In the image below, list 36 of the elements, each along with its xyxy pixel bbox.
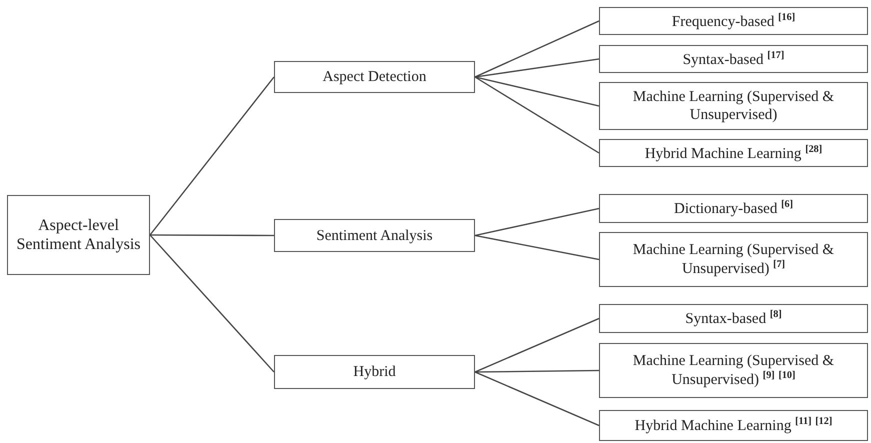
connector-line — [475, 370, 599, 373]
box-label: Syntax-based $^{[17]}$ — [682, 50, 784, 68]
method-box — [599, 139, 868, 167]
connector-line — [474, 76, 600, 107]
connector-line — [150, 234, 274, 372]
method-box — [599, 82, 868, 130]
connector-line — [474, 234, 600, 260]
method-box — [599, 232, 868, 287]
method-box — [599, 343, 868, 398]
root-box — [7, 195, 150, 275]
connector-line — [150, 234, 274, 236]
method-box — [599, 194, 868, 223]
box-label: Frequency-based $^{[16]}$ — [672, 12, 796, 30]
connector-line — [474, 371, 600, 426]
box-label: Aspect-level Sentiment Analysis — [16, 216, 142, 254]
box-label: Dictionary-based $^{[6]}$ — [674, 199, 793, 218]
box-label: Hybrid Machine Learning $^{[28]}$ — [644, 144, 822, 162]
connector-line — [474, 58, 600, 78]
box-label: Sentiment Analysis — [316, 226, 433, 244]
method-box — [599, 410, 868, 441]
connector-line — [474, 318, 600, 373]
connector-line — [474, 208, 600, 236]
box-label: Syntax-based $^{[8]}$ — [685, 309, 782, 328]
connector-line — [149, 76, 275, 236]
connector-line — [474, 20, 600, 78]
category-box — [274, 61, 475, 93]
category-box — [274, 219, 475, 252]
method-box — [599, 7, 868, 35]
method-box — [599, 45, 868, 73]
connector-line — [474, 76, 600, 154]
box-label: Machine Learning (Supervised & Unsupervised) — [632, 88, 836, 124]
box-label: Aspect Detection — [322, 68, 426, 86]
box-label: Hybrid — [353, 363, 396, 381]
category-box — [274, 355, 475, 389]
method-box — [599, 304, 868, 333]
box-label: Machine Learning (Supervised & Unsupervised) $^{[7]}$ — [632, 241, 836, 278]
